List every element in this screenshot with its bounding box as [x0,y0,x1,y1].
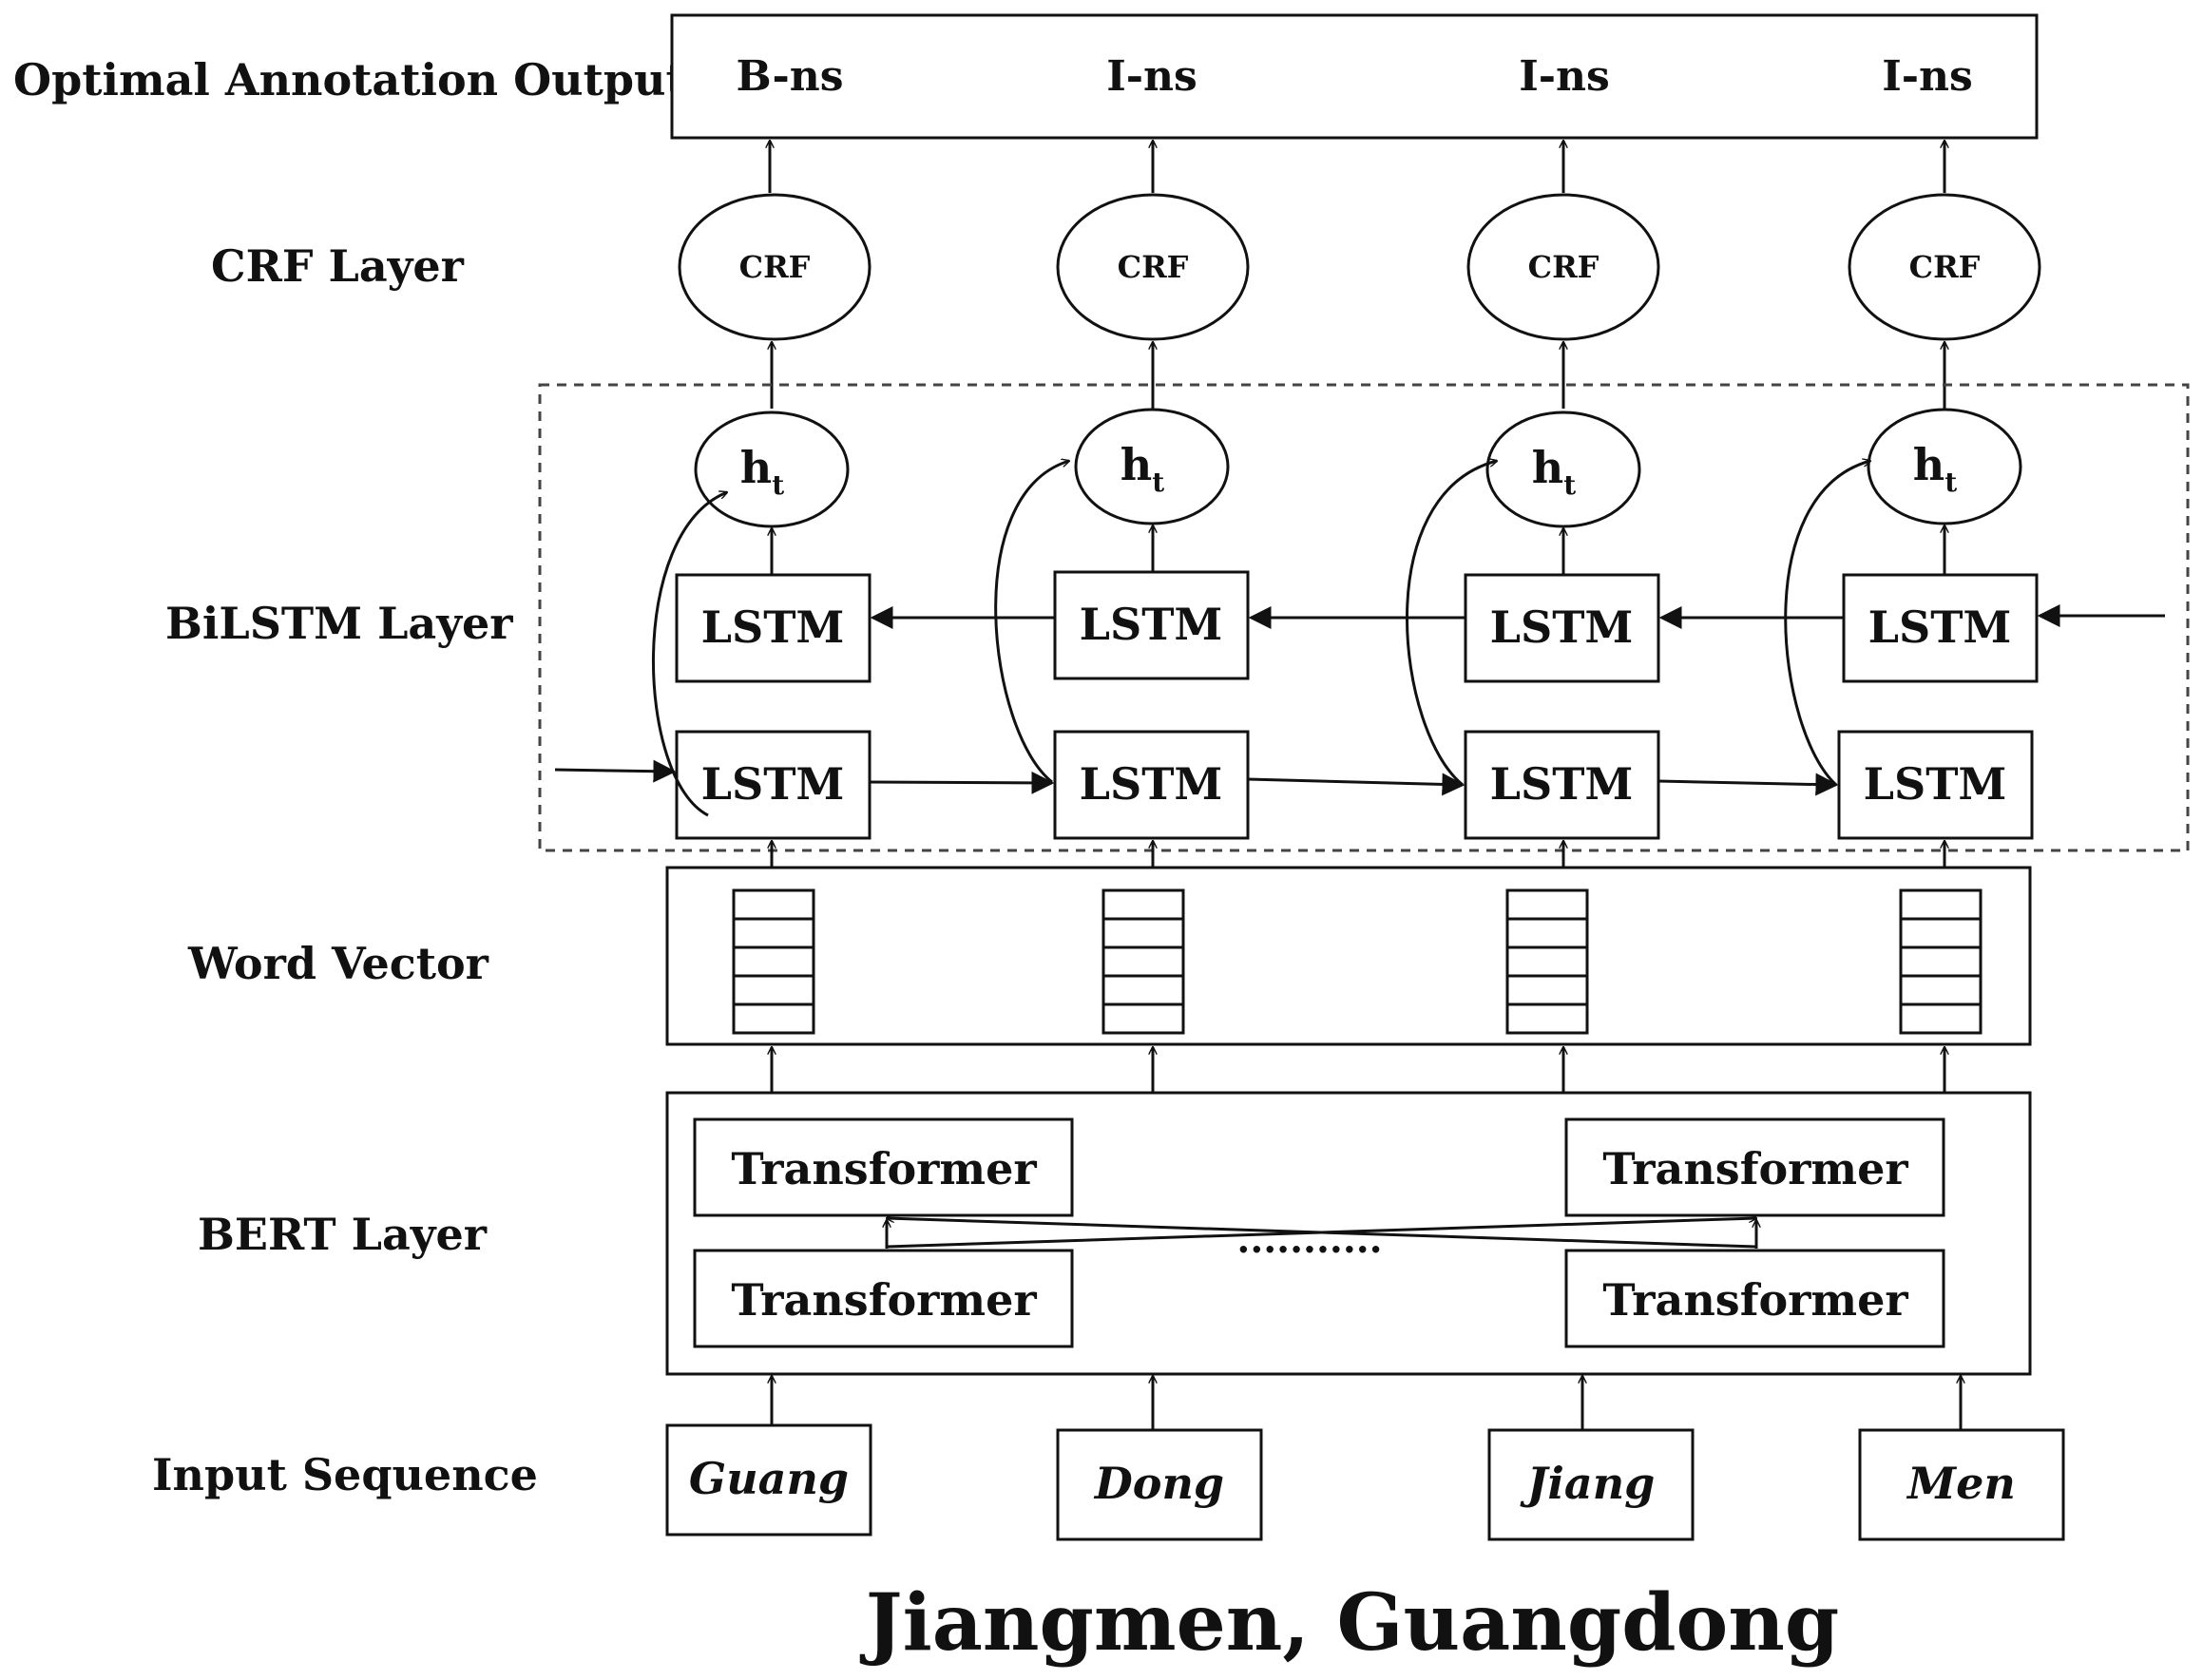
curve-forward-hidden-4 [1784,461,1870,787]
input-token-label-4: Men [1906,1458,2016,1509]
crf-node-1 [678,193,872,341]
lstm-backward-2 [1053,570,1250,680]
lstm-forward-1 [675,730,872,840]
lstm-forward-label-1: LSTM [701,758,845,810]
input-token-2 [1056,1428,1263,1541]
hidden-label-3: ht [1532,442,1576,501]
lstm-backward-4 [1842,573,2039,683]
word-vector-2 [1102,888,1185,1035]
lstm-backward-1 [675,573,872,683]
curve-forward-hidden-3 [1406,461,1497,787]
word-vector-1 [732,888,815,1035]
output-tag-3: I-ns [1519,52,1610,101]
lstm-forward-3 [1464,730,1660,840]
lstm-forward-4 [1837,730,2034,840]
input-token-label-1: Guang [689,1453,849,1504]
layer-label-bert: BERT Layer [198,1209,488,1260]
crf-label-3: CRF [1528,249,1600,285]
lstm-forward-label-4: LSTM [1864,758,2007,810]
word-vector-3 [1505,888,1589,1035]
transformer-ellipsis: ........... [1236,1217,1382,1262]
lstm-forward-2 [1053,730,1250,840]
lstm-backward-label-2: LSTM [1080,599,1223,650]
transformer-bottom-right [1564,1249,1945,1348]
layer-label-bilstm: BiLSTM Layer [165,598,513,649]
crf-label-4: CRF [1909,249,1981,285]
output-box [670,13,2039,140]
caption: Jiangmen, Guangdong [860,1577,1839,1669]
transformer-bottom-right-label: Transformer [1602,1274,1908,1326]
cross-arrow-right-to-left [887,1218,1757,1249]
input-token-3 [1487,1428,1695,1541]
arrow-forward-entry [554,759,677,783]
arrow-forward-3-4 [1657,773,1839,796]
hidden-label-4: ht [1913,439,1957,498]
hidden-label-1: ht [740,442,784,501]
transformer-top-right [1564,1117,1945,1217]
output-tag-2: I-ns [1106,52,1197,101]
crf-node-4 [1848,193,2041,341]
layer-label-word-vector: Word Vector [187,938,489,989]
hidden-node-2 [1074,408,1230,525]
lstm-backward-label-4: LSTM [1868,601,2012,653]
lstm-backward-3 [1464,573,1660,683]
layer-label-output: Optimal Annotation Output [13,54,686,105]
lstm-backward-label-1: LSTM [701,601,845,653]
curve-forward-hidden-1 [652,492,727,817]
transformer-top-right-label: Transformer [1602,1143,1908,1194]
word-vector-4 [1899,888,1983,1035]
hidden-label-2: ht [1121,439,1164,498]
output-tag-1: B-ns [736,52,843,101]
input-token-label-2: Dong [1093,1458,1224,1509]
word-vector-box [665,866,2032,1046]
lstm-forward-label-3: LSTM [1490,758,1634,810]
crf-label-1: CRF [739,249,811,285]
arrow-forward-2-3 [1247,773,1465,796]
curve-forward-hidden-2 [994,461,1069,784]
hidden-node-3 [1485,410,1641,528]
bilstm-region [538,383,2190,852]
transformer-bottom-left [693,1249,1074,1348]
lstm-backward-label-3: LSTM [1490,601,1634,653]
transformer-top-left-label: Transformer [731,1143,1037,1194]
crf-label-2: CRF [1118,249,1189,285]
input-token-1 [665,1423,872,1537]
layer-label-crf: CRF Layer [211,240,465,292]
input-token-4 [1858,1428,2065,1541]
lstm-forward-label-2: LSTM [1080,758,1223,810]
layer-label-input: Input Sequence [152,1449,538,1500]
arrow-forward-1-2 [869,771,1055,794]
input-token-label-3: Jiang [1520,1458,1656,1509]
hidden-node-1 [694,410,850,528]
transformer-bottom-left-label: Transformer [731,1274,1037,1326]
output-tag-4: I-ns [1882,52,1973,101]
transformer-top-left [693,1117,1074,1217]
crf-node-3 [1466,193,1660,341]
crf-node-2 [1056,193,1250,341]
